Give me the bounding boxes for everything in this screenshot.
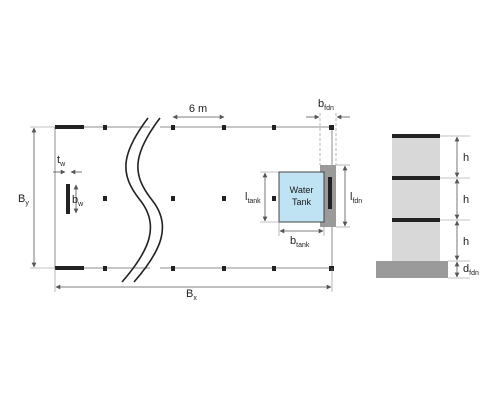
tw-label: tw — [57, 154, 66, 168]
column — [171, 125, 175, 130]
storey-top — [392, 136, 440, 178]
foundation-block — [376, 261, 448, 278]
water-tank — [278, 171, 325, 223]
columns — [103, 125, 334, 271]
column — [222, 196, 226, 201]
storey-middle — [392, 178, 440, 220]
column — [171, 266, 175, 271]
column — [272, 196, 276, 201]
h-label-middle: h — [463, 194, 469, 206]
shear-wall-left — [66, 184, 70, 214]
column — [272, 266, 276, 271]
column — [222, 125, 226, 130]
h-label-bottom: h — [463, 236, 469, 248]
slab-level-2 — [392, 176, 440, 180]
slab-level-1 — [392, 218, 440, 222]
column — [171, 196, 175, 201]
h-label-top: h — [463, 152, 469, 164]
span-label: 6 m — [189, 103, 207, 115]
column — [103, 125, 107, 130]
break-line-left — [121, 117, 152, 283]
plan-view: Water Tank 6 m By Bx tw bw bfdn ltank — [18, 98, 362, 302]
break-line-right — [133, 117, 164, 283]
shear-wall-top — [55, 125, 84, 129]
tank-foundation-wall — [328, 177, 332, 209]
elevation-view: h h h dfdn — [376, 134, 479, 279]
dfdn-label: dfdn — [463, 263, 479, 277]
bfdn-label: bfdn — [318, 98, 334, 112]
column — [272, 125, 276, 130]
bx-label: Bx — [186, 288, 197, 302]
btank-label: btank — [290, 235, 310, 249]
water-tank-label-line2: Tank — [292, 197, 312, 207]
by-label: By — [18, 193, 29, 207]
water-tank-label-line1: Water — [290, 185, 314, 195]
column — [329, 125, 334, 130]
bw-label: bw — [72, 194, 84, 208]
column — [103, 266, 107, 271]
lfdn-label: lfdn — [350, 191, 362, 205]
slab-roof — [392, 134, 440, 138]
column — [222, 266, 226, 271]
shear-wall-bottom — [55, 266, 84, 270]
column — [103, 196, 107, 201]
ltank-label: ltank — [245, 191, 261, 205]
column — [329, 266, 334, 271]
storey-bottom — [392, 220, 440, 262]
